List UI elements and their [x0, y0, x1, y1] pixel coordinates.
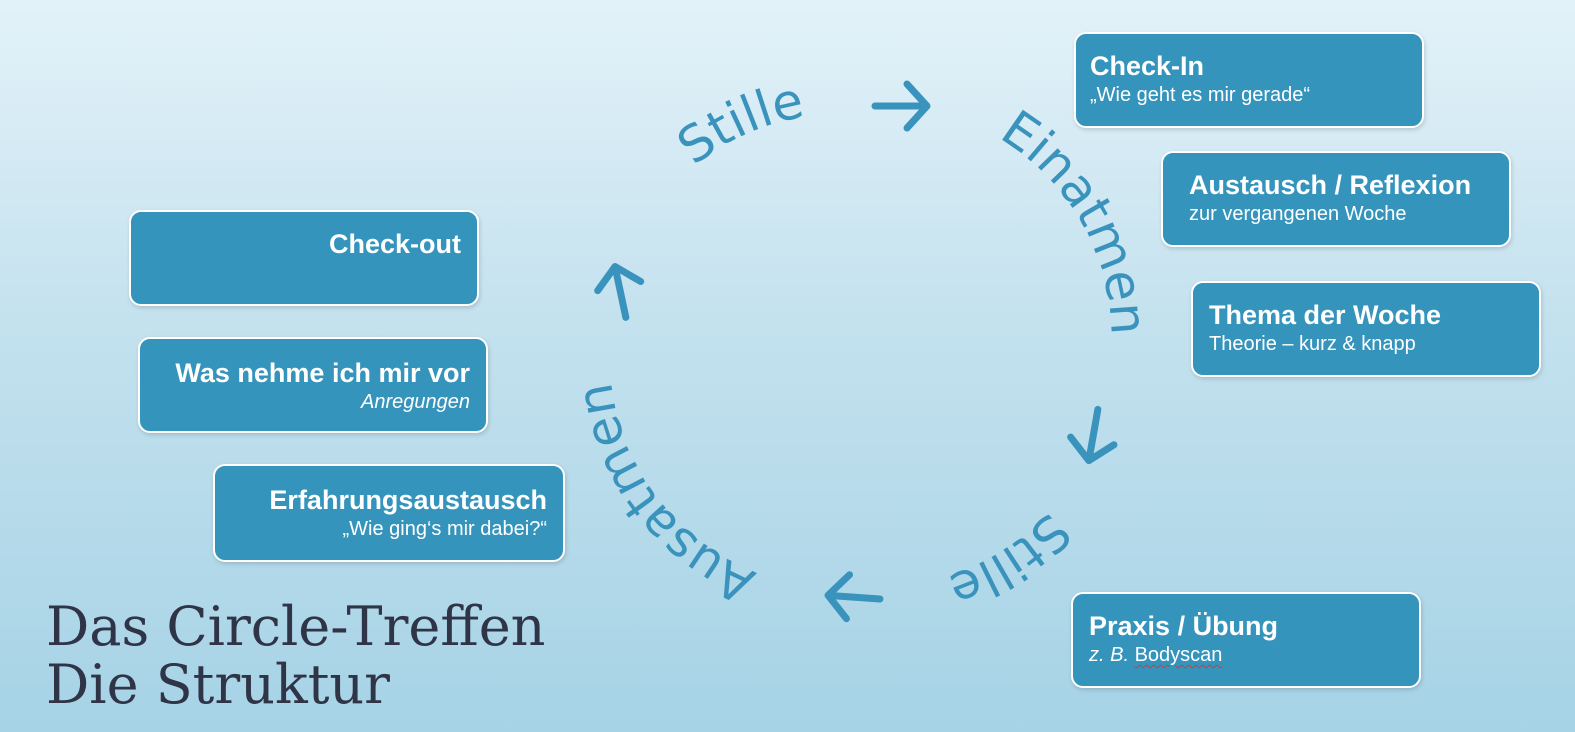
- box-austausch-reflexion: Austausch / Reflexion zur vergangenen Wo…: [1161, 151, 1511, 247]
- box-title: Was nehme ich mir vor: [175, 358, 470, 388]
- box-subtitle: „Wie ging‘s mir dabei?“: [342, 518, 547, 540]
- cycle-label-stille-top: Stille: [667, 71, 808, 176]
- slide-title: Das Circle-Treffen Die Struktur: [46, 598, 545, 714]
- box-subtitle-word: Bodyscan: [1134, 644, 1223, 666]
- box-title: Thema der Woche: [1209, 300, 1442, 330]
- cycle-label-ausatmen: Ausatmen: [565, 379, 762, 615]
- box-erfahrungsaustausch: Erfahrungsaustausch „Wie ging‘s mir dabe…: [213, 464, 565, 562]
- box-check-out: Check-out: [129, 210, 479, 306]
- cycle-label-einatmen: Einatmen: [991, 99, 1157, 336]
- box-title: Praxis / Übung: [1089, 611, 1279, 641]
- slide-title-line-1: Das Circle-Treffen: [46, 595, 546, 658]
- box-check-in: Check-In „Wie geht es mir gerade“: [1074, 32, 1424, 128]
- box-praxis-uebung: Praxis / Übung z. B. Bodyscan: [1071, 592, 1421, 688]
- box-title: Check-out: [328, 229, 461, 259]
- box-title: Austausch / Reflexion: [1189, 170, 1472, 200]
- box-subtitle: „Wie geht es mir gerade“: [1090, 84, 1311, 106]
- cycle-label-stille-bottom: Stille: [942, 502, 1082, 619]
- slide-title-line-2: Die Struktur: [46, 653, 390, 716]
- box-subtitle: Theorie – kurz & knapp: [1209, 333, 1416, 355]
- cycle-arrow-right-icon: [871, 80, 931, 132]
- cycle-arrow-left-icon: [824, 571, 884, 623]
- cycle-arrow-down-icon: [1067, 405, 1118, 465]
- box-title: Check-In: [1090, 51, 1205, 81]
- box-was-nehme-ich-mir-vor: Was nehme ich mir vor Anregungen: [138, 337, 488, 433]
- box-thema-der-woche: Thema der Woche Theorie – kurz & knapp: [1191, 281, 1541, 377]
- box-subtitle: zur vergangenen Woche: [1189, 203, 1407, 225]
- box-title: Erfahrungsaustausch: [269, 485, 547, 515]
- cycle-arrow-up-icon: [594, 263, 645, 321]
- box-subtitle: z. B. Bodyscan: [1089, 642, 1403, 668]
- box-subtitle: Anregungen: [361, 391, 470, 413]
- box-subtitle-prefix: z. B.: [1089, 644, 1130, 666]
